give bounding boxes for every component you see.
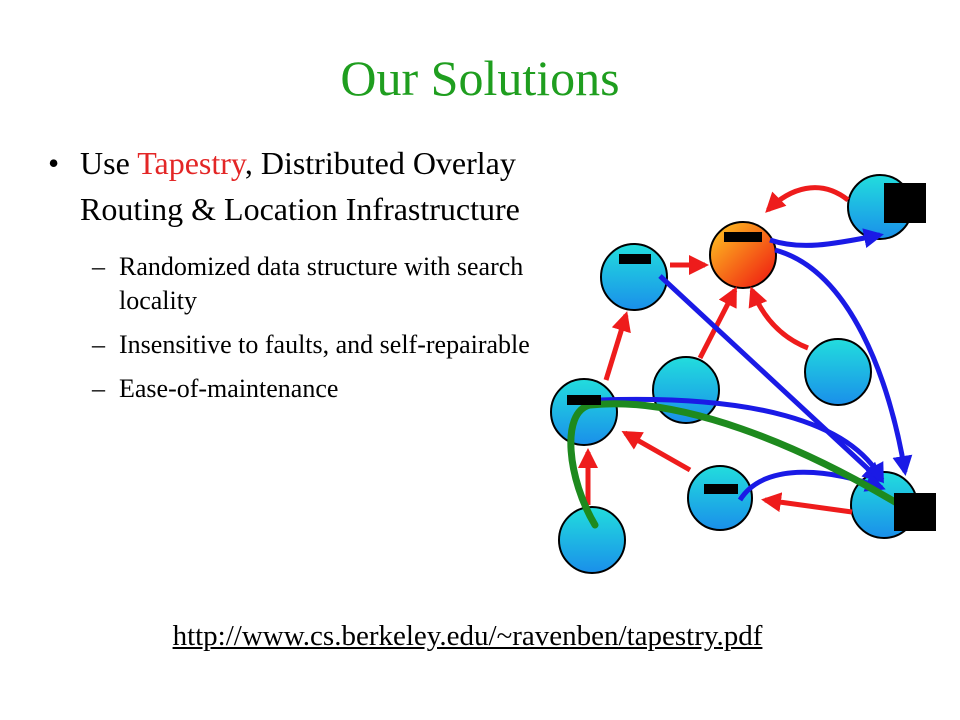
node	[687, 465, 753, 531]
slide-title: Our Solutions	[340, 50, 620, 106]
red-arrow	[621, 430, 692, 473]
node	[558, 506, 626, 574]
node	[550, 378, 618, 446]
blue-arrow	[599, 396, 885, 484]
blue-arrow	[774, 247, 913, 476]
node-id-label	[567, 395, 601, 405]
root-node	[709, 221, 777, 289]
overlay-network-diagram	[550, 174, 936, 574]
bullet-highlight: Tapestry	[137, 145, 245, 181]
green-route-path	[567, 400, 904, 529]
node-id-block	[884, 183, 926, 223]
bullet-suffix: , Distributed Overlay Routing & Location…	[80, 145, 520, 227]
reference-url[interactable]: http://www.cs.berkeley.edu/~ravenben/tap…	[172, 620, 763, 652]
node	[600, 243, 668, 311]
node-id-block	[894, 493, 936, 531]
sub-bullet: –Insensitive to faults, and self-repaira…	[92, 330, 530, 359]
red-arrow	[748, 286, 809, 351]
red-arrow	[761, 492, 853, 515]
node-id-label	[704, 484, 738, 494]
blue-arrow	[658, 274, 883, 483]
red-arrow	[697, 286, 738, 360]
bullet-dot: •	[48, 145, 60, 181]
main-bullet: • Use Tapestry, Distributed Overlay Rout…	[48, 140, 548, 232]
bullet-prefix: Use	[80, 145, 138, 181]
red-arrow	[765, 185, 850, 213]
red-arrow	[603, 311, 631, 381]
node-id-label	[724, 232, 762, 242]
node	[804, 338, 872, 406]
sub-bullet: –Ease-of-maintenance	[92, 374, 339, 403]
sub-bullet-list: –Randomized data structure with search l…	[48, 250, 548, 406]
bullet-list: • Use Tapestry, Distributed Overlay Rout…	[48, 140, 548, 416]
sub-bullet: –Randomized data structure with search l…	[92, 252, 524, 315]
blue-arrow	[769, 228, 884, 248]
node-id-label	[619, 254, 651, 264]
